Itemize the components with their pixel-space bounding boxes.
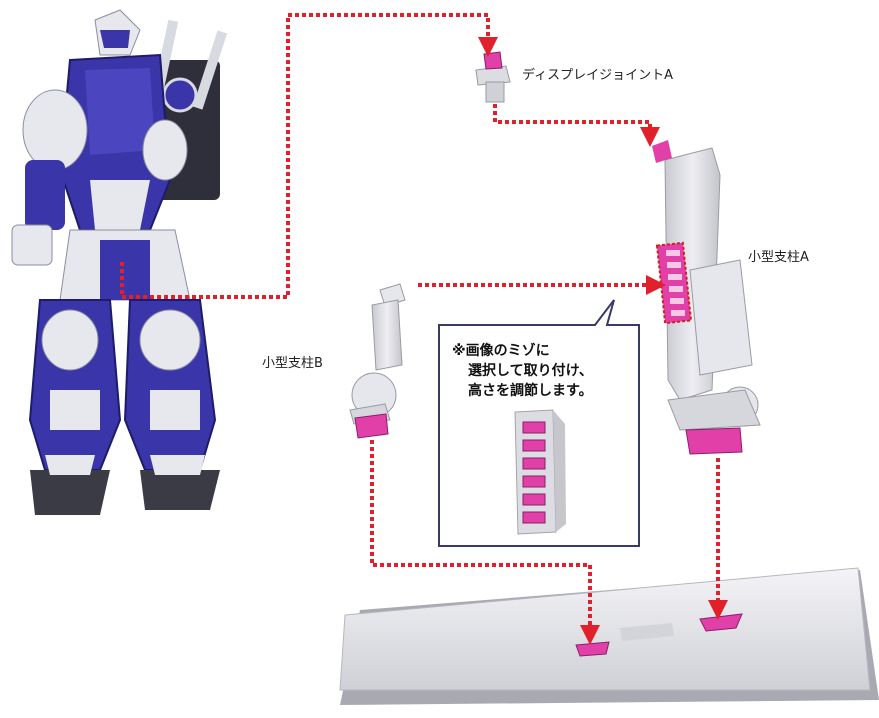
guide-lines (120, 13, 728, 645)
guide-line-joint-to-post-a (493, 104, 660, 147)
note-text-line-1: ※画像のミゾに (452, 343, 550, 359)
label-small-post-a: 小型支柱A (748, 250, 809, 265)
note-callout (438, 299, 640, 547)
note-text-line-2: 選択して取り付け、 (468, 363, 593, 379)
base-slot-b (575, 641, 610, 657)
small-post-b-part (349, 283, 406, 439)
guide-line-robot-to-joint (120, 13, 498, 299)
label-small-post-b: 小型支柱B (262, 356, 323, 371)
robot-model-illustration (11, 9, 228, 515)
display-base (339, 567, 879, 705)
label-display-joint-a: ディスプレイジョイントA (522, 68, 673, 83)
small-post-a-part (652, 140, 761, 455)
display-joint-a-part (475, 51, 511, 103)
guide-line-post-b-to-base (370, 440, 600, 645)
note-text-line-3: 高さを調節します。 (468, 383, 593, 399)
